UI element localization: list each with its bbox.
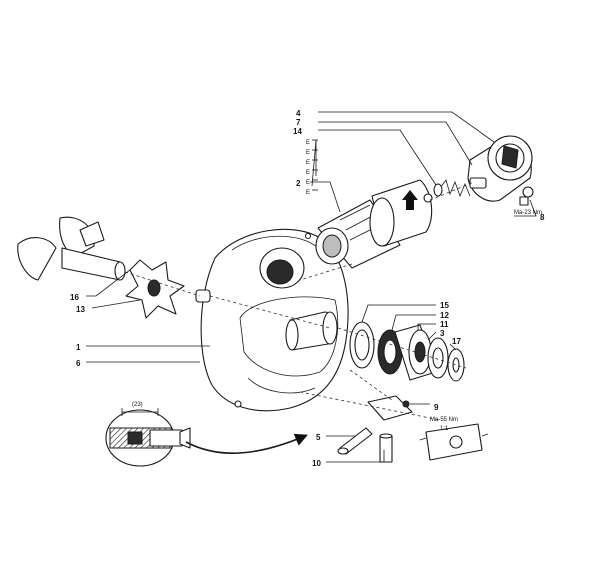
callout-4: 4: [296, 109, 301, 118]
callout-5: 5: [316, 433, 321, 442]
housing-stud: [195, 289, 211, 303]
transfer-arrow: [185, 433, 308, 454]
pin-5: [337, 427, 373, 455]
callout-16: 16: [70, 293, 79, 302]
bolt: [519, 186, 534, 206]
callout-1: 1: [76, 343, 81, 352]
callout-11: 11: [440, 320, 449, 329]
shim-brackets: [312, 139, 318, 191]
assembly-lines: [124, 181, 475, 421]
bearing-cartridge: [369, 179, 433, 247]
callout-13: 13: [76, 305, 85, 314]
callout-3: 3: [440, 329, 445, 338]
shim-label-e1: E: [306, 140, 310, 146]
main-housing: [200, 228, 349, 412]
valve-housing: [467, 135, 533, 202]
callout-10: 10: [312, 459, 321, 468]
tube-detail: [419, 423, 489, 461]
callout-17: 17: [452, 337, 461, 346]
callout-12: 12: [440, 311, 449, 320]
cutaway-detail: [105, 408, 191, 467]
spring: [433, 179, 471, 198]
callout-6: 6: [76, 359, 81, 368]
ring-assembly: [349, 321, 465, 382]
callout-2: 2: [296, 179, 301, 188]
star-knob: [125, 259, 185, 319]
callout-9: 9: [434, 403, 439, 412]
shim-label-e2: E: [306, 150, 310, 156]
shim-label-e6: E: [306, 190, 310, 196]
callout-7: 7: [296, 118, 301, 127]
dimension-label: (23): [132, 402, 143, 408]
key-block: [367, 395, 413, 421]
torque-label-23: Ma-23 Nm: [514, 210, 542, 216]
torque-label-55: Ma-55 Nm: [430, 417, 458, 423]
housing-shaft: [285, 311, 338, 351]
callout-15: 15: [440, 301, 449, 310]
shim-label-e5: E: [306, 180, 310, 186]
callout-8: 8: [540, 213, 545, 222]
pin-10: [379, 433, 393, 463]
callout-14: 14: [293, 127, 302, 136]
scale-label: 1:1: [440, 426, 449, 432]
leader-lines: [86, 111, 537, 463]
shim-label-e4: E: [306, 170, 310, 176]
wing-nut-handle: [17, 216, 126, 281]
shim-label-e3: E: [306, 160, 310, 166]
